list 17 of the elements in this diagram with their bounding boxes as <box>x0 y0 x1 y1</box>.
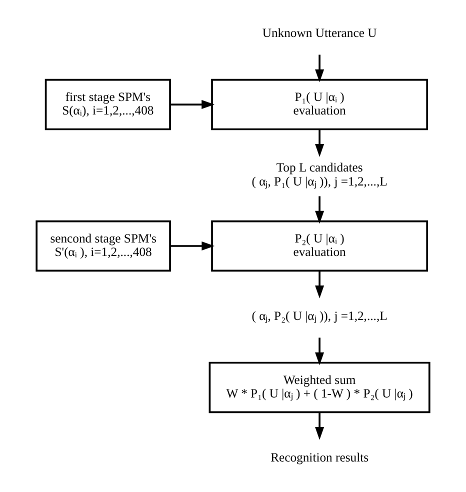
node-text: ( αⱼ, P₂( U |αⱼ )), j =1,2,...,L <box>252 308 388 323</box>
node-box: P₁( U |αᵢ ) evaluation <box>211 78 428 130</box>
node-box: first stage SPM's S(αᵢ), i=1,2,...,408 <box>44 78 171 130</box>
arrow <box>315 196 324 224</box>
arrow <box>170 100 214 110</box>
node-text: Recognition results <box>270 450 369 464</box>
node-box: Weighted sum W * P₁( U |αⱼ ) + ( 1-W ) * P₂( U |αⱼ ) <box>208 362 430 414</box>
node-box: sencond stage SPM's S'(αᵢ ), i=1,2,...,408 <box>36 220 171 272</box>
node-text: Unknown Utterance U <box>262 26 377 40</box>
arrow <box>315 412 324 440</box>
arrow <box>315 130 324 157</box>
arrow <box>315 271 324 298</box>
node-text: Top L candidates ( αⱼ, P₁( U |αⱼ )), j =1,2,...,L <box>252 160 388 188</box>
arrow <box>315 54 324 82</box>
node-box: P₂( U |αᵢ ) evaluation <box>211 220 428 272</box>
arrow <box>315 338 324 366</box>
arrow <box>170 241 215 251</box>
